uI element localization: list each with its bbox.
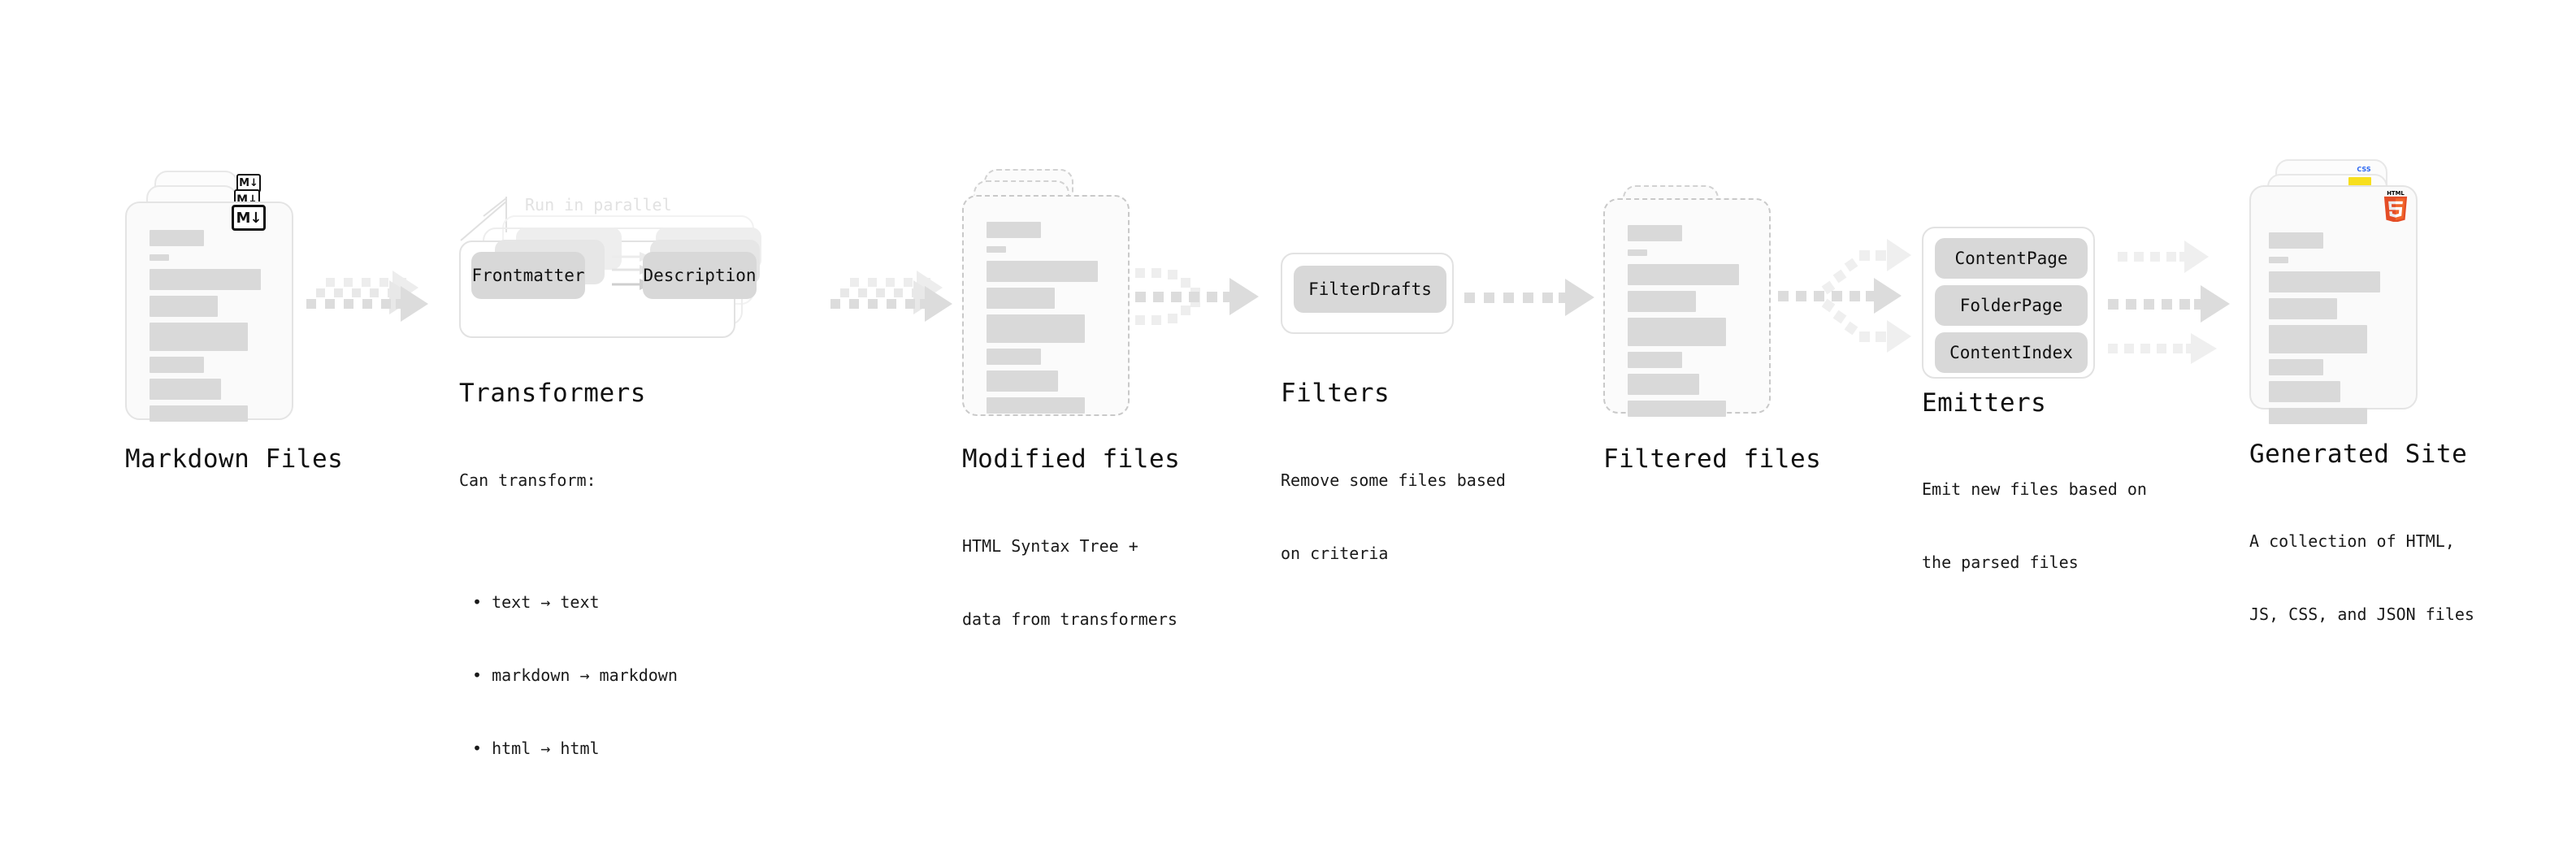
stage-title-markdown-files: Markdown Files [125, 444, 344, 474]
doc-line [150, 296, 218, 317]
emitter-chip-contentpage[interactable]: ContentPage [1935, 238, 2088, 279]
doc-line [150, 357, 204, 373]
emitter-chip-contentindex[interactable]: ContentIndex [1935, 332, 2088, 373]
modified-file-card [962, 195, 1130, 416]
emitters-description-line: Emit new files based on [1922, 479, 2147, 499]
doc-line [1628, 249, 1647, 256]
doc-line [987, 314, 1085, 343]
doc-line [987, 370, 1058, 392]
filtered-file-card [1603, 198, 1771, 417]
transformer-chip-frontmatter-label: Frontmatter [471, 266, 585, 285]
connector-emitters-to-site [2106, 236, 2261, 366]
transformers-bullet: • markdown → markdown [472, 665, 678, 685]
doc-line [1628, 264, 1739, 285]
filters-description-line: on criteria [1281, 544, 1389, 563]
svg-text:CSS: CSS [2357, 166, 2370, 173]
emitter-chip-folderpage-label: FolderPage [1959, 296, 2063, 315]
generated-site-description: A collection of HTML, JS, CSS, and JSON … [2249, 480, 2474, 675]
connector-md-to-transformers [305, 271, 435, 340]
doc-line [150, 405, 248, 422]
modified-files-description: HTML Syntax Tree + data from transformer… [962, 485, 1177, 680]
doc-line [2269, 381, 2340, 402]
html5-icon: HTML [2383, 191, 2408, 222]
filters-description-line: Remove some files based [1281, 470, 1506, 490]
connector-filtered-to-emitters [1778, 236, 1928, 358]
doc-line [2269, 325, 2367, 353]
run-in-parallel-label: Run in parallel [525, 195, 672, 214]
doc-line [1628, 374, 1699, 395]
generated-site-card [2249, 185, 2418, 424]
doc-line [1628, 352, 1682, 368]
stage-title-filtered-files: Filtered files [1603, 444, 1822, 474]
transformers-description: Can transform: • text → text • markdown … [459, 419, 678, 858]
markdown-icon-label: M↓ [236, 209, 262, 227]
emitter-chip-folderpage[interactable]: FolderPage [1935, 285, 2088, 326]
transformer-chip-frontmatter[interactable]: Frontmatter [471, 252, 585, 299]
markdown-icon-back: M↓ [236, 174, 261, 193]
doc-line [150, 254, 169, 261]
doc-line [2269, 298, 2337, 319]
stage-title-emitters: Emitters [1922, 388, 2047, 418]
doc-line [1628, 401, 1726, 417]
doc-line [2269, 271, 2380, 292]
doc-line [150, 379, 221, 400]
transformers-description-lead: Can transform: [459, 470, 596, 490]
modified-files-description-line: HTML Syntax Tree + [962, 536, 1138, 556]
markdown-icon: M↓ [232, 205, 266, 231]
transformer-chip-description-label: Description [643, 266, 757, 285]
svg-text:HTML: HTML [2387, 191, 2405, 197]
emitter-chip-contentindex-label: ContentIndex [1949, 343, 2073, 362]
doc-line [1628, 225, 1682, 241]
stage-title-modified-files: Modified files [962, 444, 1181, 474]
connector-modified-to-filters [1134, 260, 1280, 358]
doc-line [1628, 318, 1726, 346]
doc-line [150, 269, 261, 290]
transformers-bullet-list: • text → text • markdown → markdown • ht… [459, 541, 678, 809]
doc-line [987, 349, 1041, 365]
connector-filters-to-filtered [1463, 279, 1601, 332]
markdown-icon-label-back: M↓ [239, 177, 258, 189]
doc-line [987, 222, 1041, 238]
emitter-chip-contentpage-label: ContentPage [1954, 249, 2068, 268]
stage-title-filters: Filters [1281, 379, 1390, 408]
stage-title-generated-site: Generated Site [2249, 440, 2468, 469]
markdown-file-card [125, 202, 293, 422]
doc-line [150, 323, 248, 351]
transformer-chip-description[interactable]: Description [643, 252, 757, 299]
generated-site-description-line: A collection of HTML, [2249, 531, 2455, 551]
doc-line [987, 261, 1098, 282]
doc-line [2269, 359, 2323, 375]
stage-title-transformers: Transformers [459, 379, 646, 408]
transformers-bullet: • text → text [472, 592, 600, 612]
connector-transformers-to-modified [829, 271, 959, 340]
filters-description: Remove some files based on criteria [1281, 419, 1506, 614]
pipeline-diagram: M↓ M↓ M↓ Markdown Files [125, 159, 2474, 758]
doc-line [1628, 291, 1696, 312]
emitters-description-line: the parsed files [1922, 552, 2079, 572]
filter-chip-filterdrafts[interactable]: FilterDrafts [1294, 266, 1446, 313]
doc-line [150, 230, 204, 246]
generated-site-description-line: JS, CSS, and JSON files [2249, 604, 2474, 624]
filter-chip-filterdrafts-label: FilterDrafts [1308, 280, 1432, 299]
doc-line [987, 288, 1055, 309]
doc-line [2269, 408, 2367, 424]
doc-line [987, 397, 1085, 414]
modified-files-description-line: data from transformers [962, 609, 1177, 629]
doc-line [2269, 232, 2323, 249]
doc-line [987, 246, 1006, 253]
doc-line [2269, 257, 2288, 263]
transformers-bullet: • html → html [472, 739, 600, 758]
emitters-description: Emit new files based on the parsed files [1922, 428, 2147, 623]
